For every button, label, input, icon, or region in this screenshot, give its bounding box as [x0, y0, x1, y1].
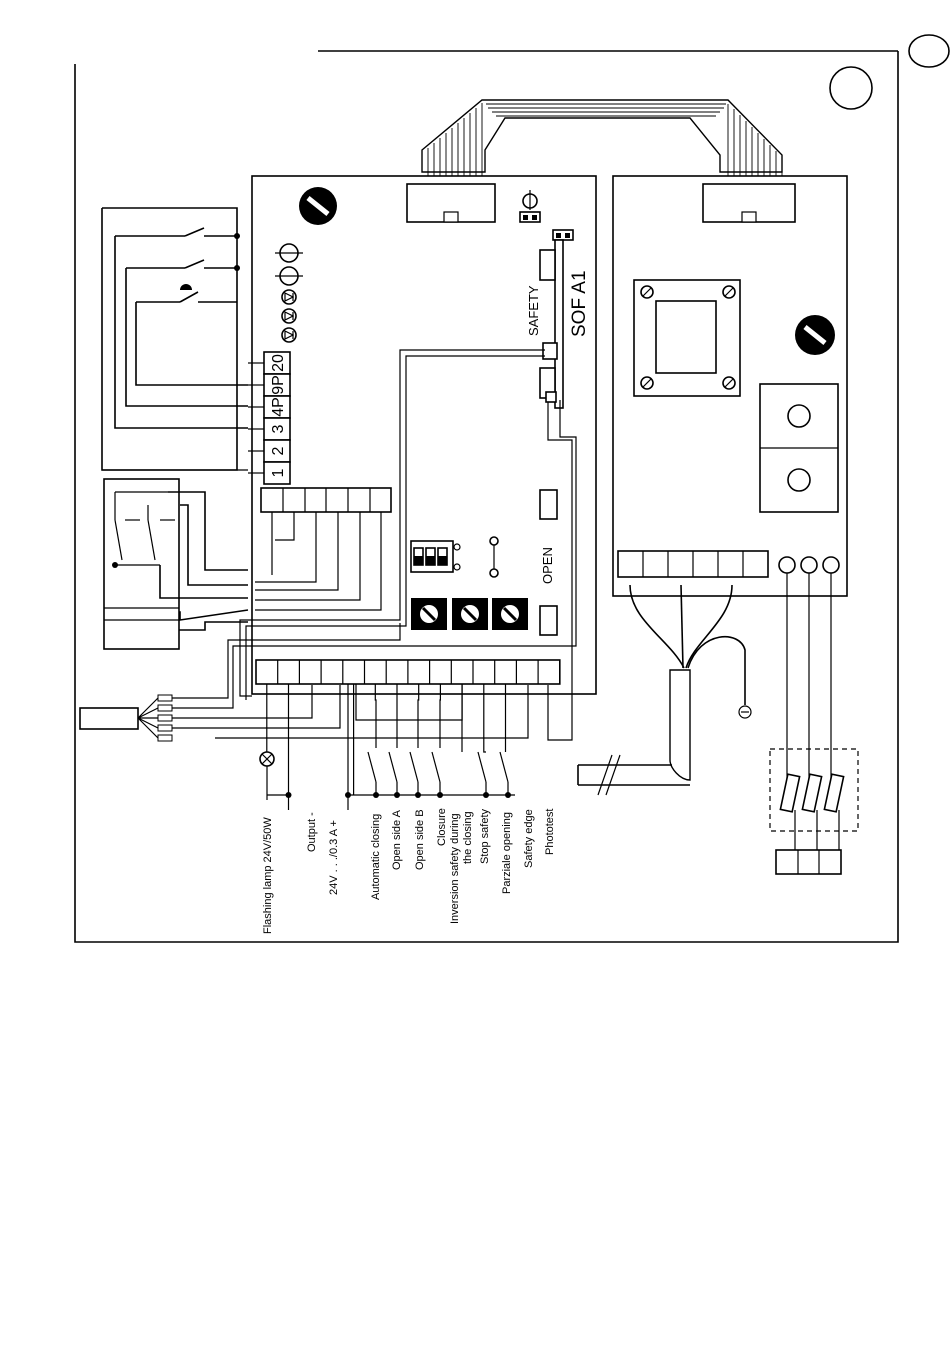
led-indicator-icon	[282, 290, 296, 342]
safety-card	[555, 240, 563, 408]
connection-label: 24V . . ./0.3 A +	[328, 820, 340, 895]
open-label: OPEN	[540, 547, 555, 584]
transformer	[634, 280, 740, 396]
connection-label: Open side A	[391, 809, 403, 870]
connection-label: the closing	[462, 811, 474, 864]
input-switch	[389, 752, 397, 782]
frame-marker-circle	[830, 67, 872, 109]
connection-label: Phototest	[544, 809, 556, 855]
terminal-label: 20	[270, 354, 287, 372]
connection-label: Stop safety	[479, 808, 491, 864]
dip-switch	[411, 541, 460, 572]
mains-fuse-block	[770, 573, 858, 874]
terminal-label: 2	[270, 446, 287, 455]
terminal-label: 3	[270, 424, 287, 433]
connection-label: Open side B	[414, 809, 426, 870]
connection-label: Parziale opening	[501, 812, 513, 894]
terminal-label: 9P	[270, 375, 287, 395]
terminal-label: 4P	[270, 397, 287, 417]
connection-label: Automatic closing	[370, 814, 382, 900]
input-switch	[432, 752, 440, 782]
input-switch	[368, 752, 376, 782]
lower-switch-group	[104, 479, 248, 649]
ribbon-cable	[422, 100, 782, 184]
motor-cable	[578, 585, 751, 795]
connection-label: Closure	[436, 808, 448, 846]
terminal-block-14	[256, 660, 560, 684]
connection-label: Output -	[306, 812, 318, 852]
connection-label: Inversion safety during	[449, 813, 461, 924]
connection-labels: Flashing lamp 24V/50W Output - 24V . . ./0…	[262, 808, 556, 934]
input-switch	[410, 752, 418, 782]
control-board: SAFETY SOF A1 OPEN	[252, 176, 596, 694]
board-title: SOF A1	[569, 270, 590, 337]
page-badge	[909, 35, 949, 67]
connection-label: Flashing lamp 24V/50W	[262, 817, 274, 934]
trimmer-icon	[411, 598, 528, 630]
safety-label: SAFETY	[526, 285, 541, 336]
terminal-block-6	[261, 488, 391, 512]
connection-label: Safety edge	[523, 809, 535, 868]
external-wiring	[260, 684, 515, 810]
power-terminal-block	[618, 551, 768, 577]
upper-switch-group	[102, 208, 248, 470]
terminal-label: 1	[270, 468, 287, 477]
power-board	[613, 176, 847, 596]
